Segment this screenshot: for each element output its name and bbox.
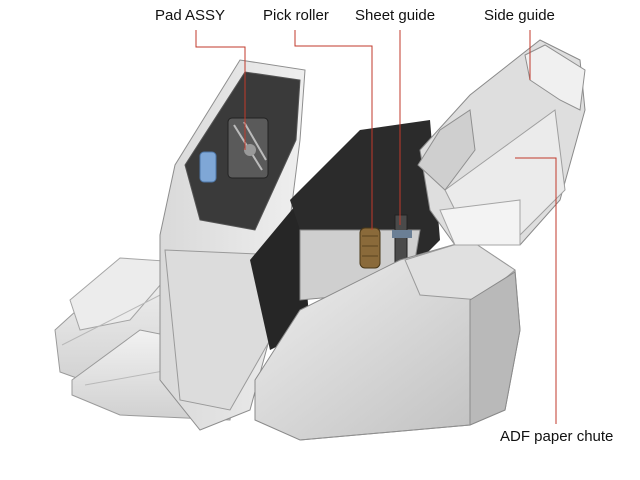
label-sheet-guide: Sheet guide xyxy=(355,7,436,24)
label-pad-assy: Pad ASSY xyxy=(155,7,226,24)
leader-pad-assy xyxy=(195,30,246,150)
label-pick-roller: Pick roller xyxy=(263,7,329,24)
leader-lines xyxy=(195,30,557,424)
label-side-guide: Side guide xyxy=(484,7,555,24)
leader-pick-roller xyxy=(294,30,373,230)
pick-roller xyxy=(359,227,381,269)
leader-adf-paper-chute xyxy=(515,157,557,424)
sheet-guide xyxy=(392,214,412,271)
label-adf-paper-chute: ADF paper chute xyxy=(500,428,614,445)
blue-release-lever xyxy=(199,151,217,183)
pad-assy xyxy=(227,117,269,179)
side-guide xyxy=(417,44,586,191)
adf-paper-chute xyxy=(419,39,586,246)
front-cover xyxy=(159,59,310,431)
scanner-body xyxy=(254,239,521,441)
